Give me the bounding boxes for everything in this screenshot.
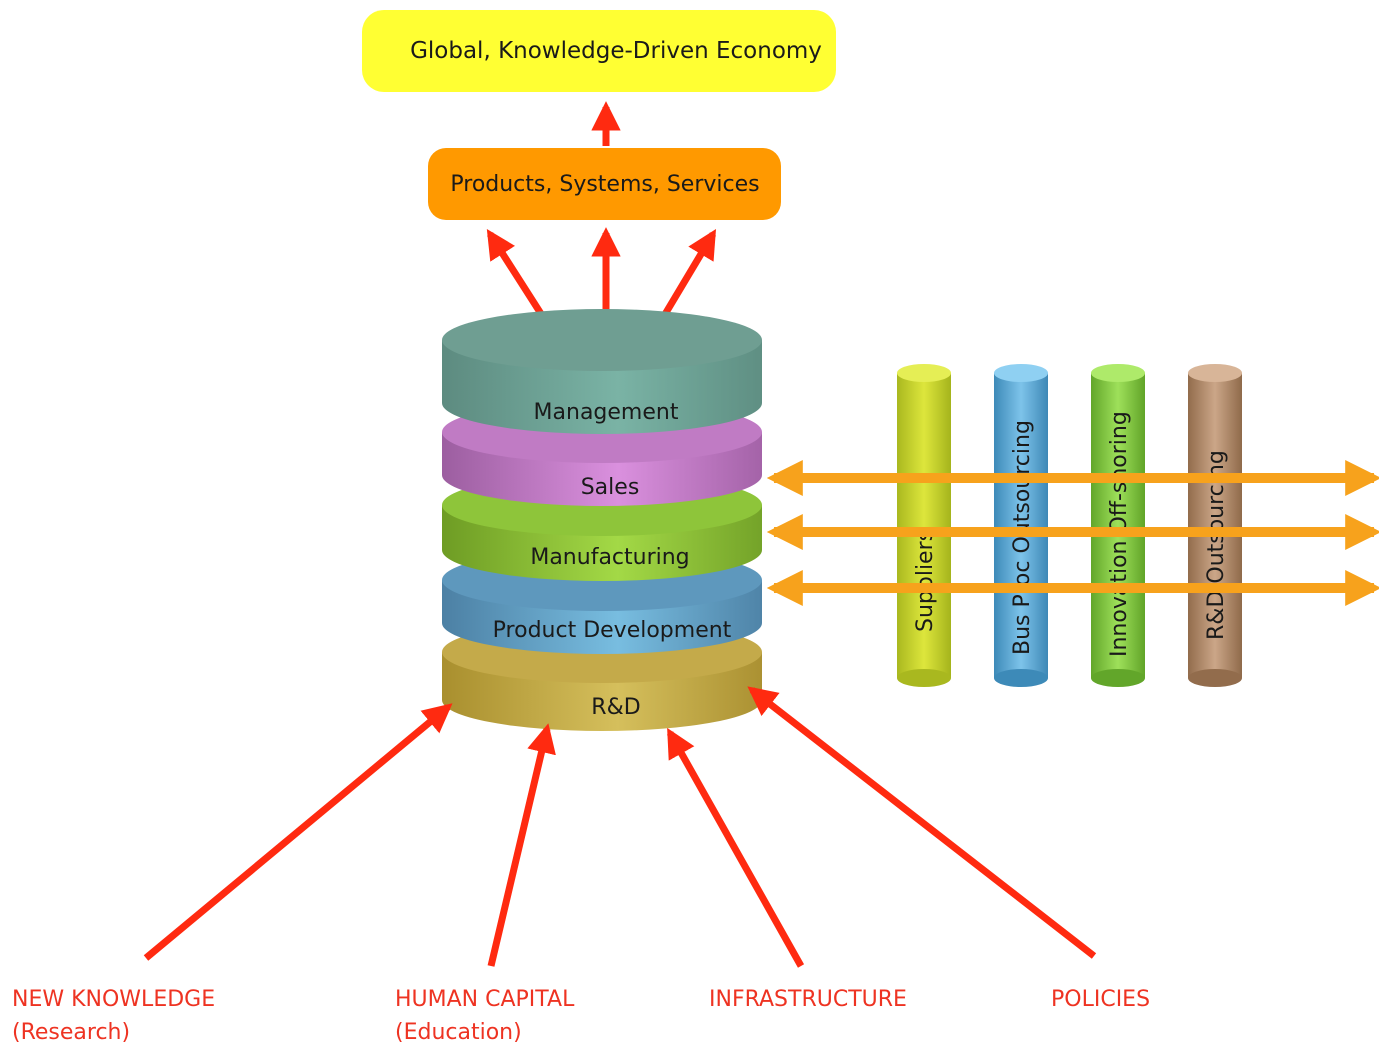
layer-label-rd: R&D [591,695,640,720]
input-new-knowledge: NEW KNOWLEDGE (Research) [12,987,215,1045]
input-policies: POLICIES [1051,987,1150,1012]
layer-label-sales: Sales [581,475,640,500]
economy-box-label: Global, Knowledge-Driven Economy [410,38,822,64]
input-label-policies: POLICIES [1051,987,1150,1012]
input-sublabel-research: (Research) [12,1020,130,1045]
products-box-label: Products, Systems, Services [450,172,759,197]
pillar-suppliers: Suppliers [897,364,951,687]
input-sublabel-education: (Education) [395,1020,522,1045]
input-infrastructure: INFRASTRUCTURE [709,987,907,1012]
arrow-infrastructure [666,727,805,968]
input-label-infrastructure: INFRASTRUCTURE [709,987,907,1012]
arrow-human-capital [487,723,556,967]
pillar-label-bus-proc: Bus Proc Outsourcing [1010,420,1035,655]
function-stack: Management Sales Manufacturing Product D… [442,309,762,731]
arrow-policies [747,686,1097,959]
pillar-label-suppliers: Suppliers [913,530,938,632]
layer-label-product-development: Product Development [493,618,732,643]
layer-label-management: Management [534,400,679,425]
economy-box: Global, Knowledge-Driven Economy [362,10,836,92]
layer-label-manufacturing: Manufacturing [530,545,689,570]
input-label-human-capital: HUMAN CAPITAL [395,987,575,1012]
layer-management [442,309,762,434]
input-label-new-knowledge: NEW KNOWLEDGE [12,987,215,1012]
products-box: Products, Systems, Services [428,148,781,220]
pillar-innovation-offshoring: Innovation Off-shoring [1091,364,1145,687]
pillar-rd-outsourcing: R&D Outsourcing [1188,364,1242,687]
pillar-bus-proc-outsourcing: Bus Proc Outsourcing [994,364,1048,687]
arrow-new-knowledge [143,703,453,961]
input-human-capital: HUMAN CAPITAL (Education) [395,987,575,1045]
